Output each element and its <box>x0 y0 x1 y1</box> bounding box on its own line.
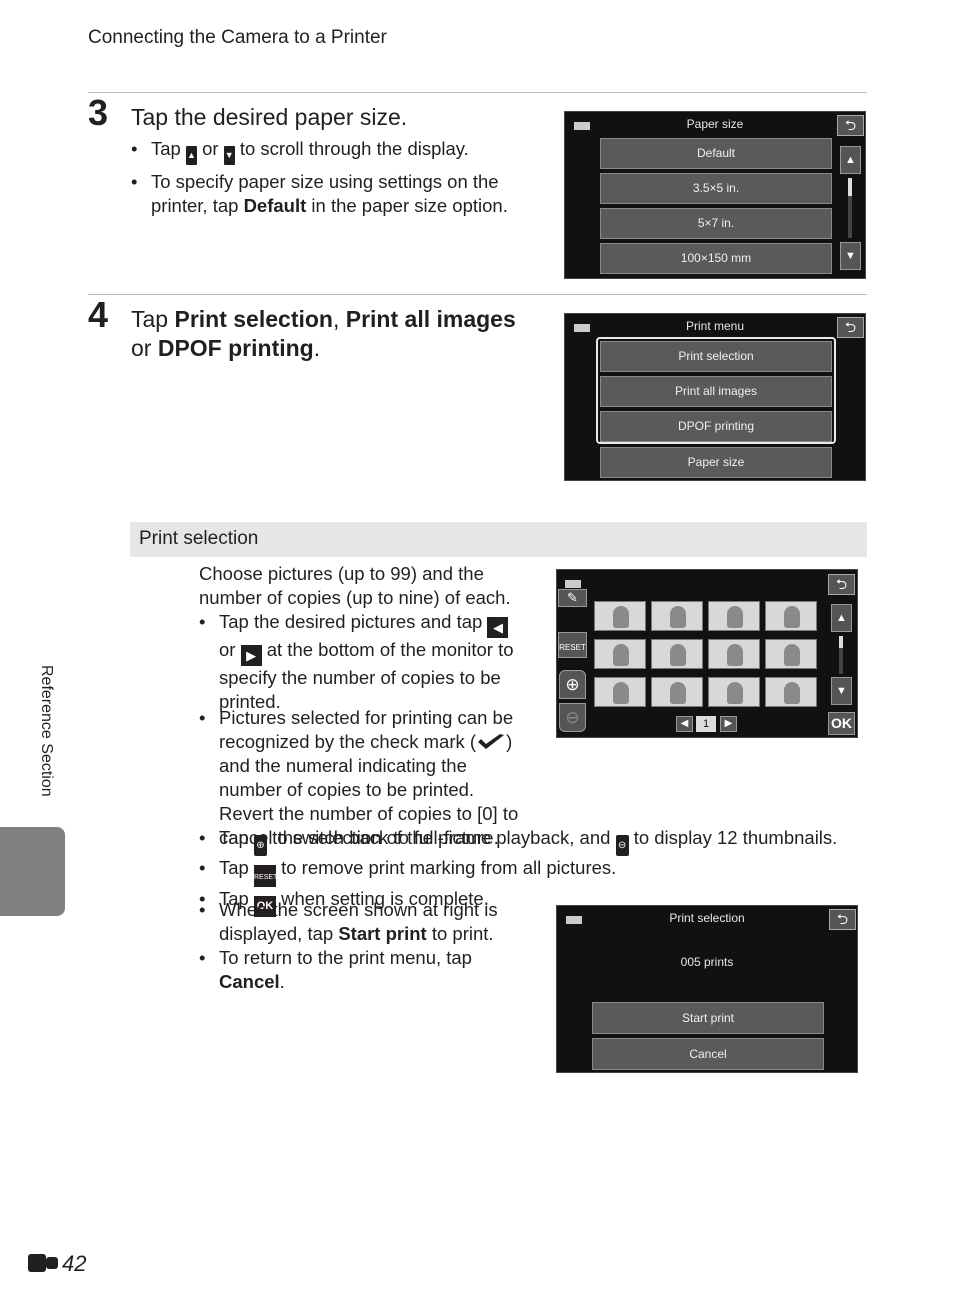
copy-count: 1 <box>696 716 716 732</box>
print-count: 005 prints <box>680 955 734 969</box>
step-3-number: 3 <box>88 92 109 133</box>
paper-size-option[interactable]: 3.5×5 in. <box>600 173 832 204</box>
list-item: Tap the desired pictures and tap ◀ or ▶ … <box>199 610 519 714</box>
print-mode-icon: ✎ <box>558 589 587 607</box>
list-item: Tap ⊕ to switch back to full-frame playb… <box>199 826 869 856</box>
list-item: Tap ▲ or ▼ to scroll through the display… <box>131 137 541 165</box>
cancel-button[interactable]: Cancel <box>592 1038 824 1070</box>
list-item: To specify paper size using settings on … <box>131 170 541 218</box>
thumbnail[interactable] <box>594 601 646 631</box>
menu-item-print-selection[interactable]: Print selection <box>600 341 832 372</box>
battery-icon <box>566 916 582 924</box>
thumbnail[interactable] <box>594 677 646 707</box>
scrollbar[interactable] <box>839 636 843 674</box>
divider <box>88 294 867 295</box>
thumbnail[interactable] <box>651 677 703 707</box>
scroll-up-button[interactable]: ▲ <box>831 604 852 632</box>
scroll-down-icon: ▼ <box>223 146 235 165</box>
ok-button[interactable]: OK <box>828 712 855 735</box>
paper-size-option[interactable]: 100×150 mm <box>600 243 832 274</box>
back-icon[interactable]: ⮌ <box>837 115 864 136</box>
screen-title: Print menu <box>685 319 745 333</box>
step-3-bullets: Tap ▲ or ▼ to scroll through the display… <box>131 137 541 218</box>
zoom-out-button[interactable]: ⊖ <box>559 703 586 732</box>
right-arrow-icon: ▶ <box>240 645 262 666</box>
thumbnail[interactable] <box>708 601 760 631</box>
battery-icon <box>574 324 590 332</box>
thumbnail[interactable] <box>765 639 817 669</box>
divider <box>88 92 867 93</box>
menu-item-dpof-printing[interactable]: DPOF printing <box>600 411 832 442</box>
page-number: 42 <box>26 1251 86 1277</box>
thumbnail[interactable] <box>765 601 817 631</box>
scroll-up-icon: ▲ <box>185 146 197 165</box>
selection-bullets-d: When the screen shown at right is displa… <box>199 898 519 994</box>
thumbnail[interactable] <box>708 639 760 669</box>
thumbnail-screen: ⮌ ✎ RESET ⊕ ⊖ ◀ 1 ▶ ▲ ▼ OK <box>556 569 858 738</box>
zoom-out-icon: ⊖ <box>615 835 629 856</box>
running-header: Connecting the Camera to a Printer <box>88 27 387 48</box>
reset-icon: RESET <box>253 865 277 887</box>
paper-size-option[interactable]: Default <box>600 138 832 169</box>
paper-size-screen: Paper size ⮌ Default 3.5×5 in. 5×7 in. 1… <box>564 111 866 279</box>
back-icon[interactable]: ⮌ <box>829 909 856 930</box>
thumbnail[interactable] <box>594 639 646 669</box>
zoom-in-icon: ⊕ <box>253 835 267 856</box>
step-3-title: Tap the desired paper size. <box>131 104 408 130</box>
list-item: Tap RESET to remove print marking from a… <box>199 856 869 887</box>
thumbnail[interactable] <box>765 677 817 707</box>
reset-button[interactable]: RESET <box>558 632 587 658</box>
list-item: To return to the print menu, tap Cancel. <box>199 946 519 994</box>
battery-icon <box>574 122 590 130</box>
increase-copies-button[interactable]: ▶ <box>720 716 737 732</box>
scroll-down-button[interactable]: ▼ <box>831 677 852 705</box>
scroll-up-button[interactable]: ▲ <box>840 146 861 174</box>
thumbnail[interactable] <box>651 601 703 631</box>
selection-highlight <box>596 337 836 444</box>
decrease-copies-button[interactable]: ◀ <box>676 716 693 732</box>
print-confirm-screen: Print selection ⮌ 005 prints Start print… <box>556 905 858 1073</box>
back-icon[interactable]: ⮌ <box>837 317 864 338</box>
start-print-button[interactable]: Start print <box>592 1002 824 1034</box>
reference-icon <box>26 1251 62 1275</box>
menu-item-paper-size[interactable]: Paper size <box>600 447 832 478</box>
thumbnail[interactable] <box>651 639 703 669</box>
section-tab <box>0 827 65 916</box>
paper-size-option[interactable]: 5×7 in. <box>600 208 832 239</box>
list-item: When the screen shown at right is displa… <box>199 898 519 946</box>
selection-intro: Choose pictures (up to 99) and the numbe… <box>199 563 511 608</box>
step-4-number: 4 <box>88 294 109 335</box>
scroll-down-button[interactable]: ▼ <box>840 242 861 270</box>
selection-bullets-a: Tap the desired pictures and tap ◀ or ▶ … <box>199 610 519 714</box>
screen-title: Print selection <box>669 911 745 925</box>
battery-icon <box>565 580 581 588</box>
print-menu-screen: Print menu ⮌ Print selection Print all i… <box>564 313 866 481</box>
screen-title: Paper size <box>686 117 744 131</box>
section-side-label: Reference Section <box>38 665 55 797</box>
back-icon[interactable]: ⮌ <box>828 574 855 595</box>
section-heading: Print selection <box>130 522 867 557</box>
zoom-in-button[interactable]: ⊕ <box>559 670 586 699</box>
thumbnail[interactable] <box>708 677 760 707</box>
menu-item-print-all-images[interactable]: Print all images <box>600 376 832 407</box>
step-4-title: Tap Print selection, Print all images or… <box>131 306 516 361</box>
scrollbar[interactable] <box>848 178 852 238</box>
check-mark-icon <box>478 734 505 749</box>
left-arrow-icon: ◀ <box>487 617 509 638</box>
